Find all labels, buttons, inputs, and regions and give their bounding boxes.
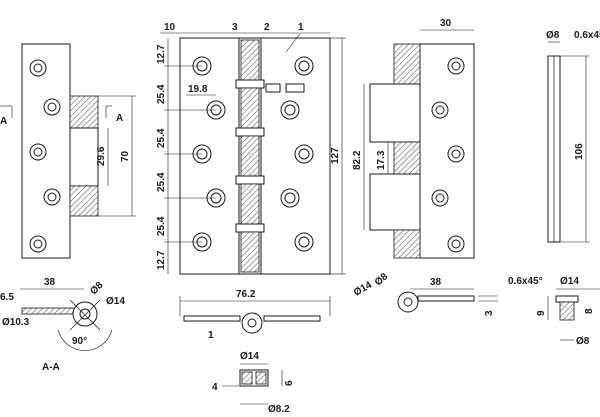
open-leaf-plate bbox=[419, 43, 475, 259]
open-top-leaf bbox=[417, 295, 475, 302]
dim-side-total-length: 70 bbox=[120, 150, 131, 162]
dim-open-d14: Ø14 bbox=[352, 279, 374, 298]
dim-front-19-8: 19.8 bbox=[188, 84, 208, 95]
dim-front-127: 127 bbox=[330, 147, 341, 164]
dim-section-6-5: 6.5 bbox=[0, 292, 14, 303]
dim-pin-chamfer: 0.6x45° bbox=[574, 30, 600, 41]
section-angle-arc bbox=[57, 329, 113, 351]
dim-cap-9: 9 bbox=[536, 310, 547, 316]
dim-cap-d14: Ø14 bbox=[560, 276, 579, 287]
dim-open-38: 38 bbox=[430, 277, 442, 288]
side-section-mark-left: A bbox=[0, 116, 7, 127]
front-view: 10 3 2 1 12.7 25.4 19.8 25.4 25.4 25.4 1… bbox=[156, 22, 346, 275]
open-top-view: Ø8 Ø14 38 3 bbox=[352, 271, 498, 316]
dim-open-17-3: 17.3 bbox=[376, 150, 387, 170]
top-view: 76.2 1 bbox=[179, 289, 331, 341]
dim-section-width: 38 bbox=[44, 277, 56, 288]
dim-open-d8: Ø8 bbox=[373, 271, 391, 288]
dim-top-gap: 1 bbox=[208, 330, 214, 341]
front-marking-right bbox=[285, 83, 305, 93]
dim-open-30: 30 bbox=[440, 18, 452, 29]
section-pin bbox=[79, 308, 91, 320]
dim-washer-d8-2: Ø8.2 bbox=[268, 404, 290, 415]
dim-front-12-7-bot: 12.7 bbox=[156, 250, 167, 270]
dim-section-angle: 90° bbox=[72, 336, 87, 347]
dim-washer-d14: Ø14 bbox=[240, 351, 259, 362]
dim-front-12-7-top: 12.7 bbox=[156, 44, 167, 64]
top-leaf-left bbox=[183, 315, 241, 322]
dim-washer-4: 4 bbox=[212, 382, 218, 393]
dim-cap-8: 8 bbox=[584, 308, 595, 314]
front-knuckle-segments bbox=[235, 39, 265, 273]
open-knuckle-1 bbox=[393, 43, 421, 85]
cap-shank bbox=[559, 301, 575, 321]
section-title: A-A bbox=[42, 362, 60, 373]
pin-view: Ø8 0.6x45° 106 bbox=[546, 30, 600, 243]
side-holes bbox=[29, 59, 61, 253]
open-knuckle-5 bbox=[393, 229, 421, 259]
pin-cap-detail: 0.6x45° Ø14 9 8 Ø8 bbox=[508, 276, 600, 347]
dim-front-10: 10 bbox=[164, 22, 176, 33]
dim-front-25-4-d: 25.4 bbox=[156, 216, 167, 236]
dim-open-82-2: 82.2 bbox=[352, 150, 363, 170]
open-knuckle-4 bbox=[369, 173, 421, 231]
dim-section-d8: Ø8 bbox=[88, 280, 106, 298]
section-aa: 38 6.5 Ø8 Ø14 Ø10.3 90° A-A bbox=[0, 277, 125, 373]
front-holes bbox=[192, 56, 314, 252]
dim-front-25-4-c: 25.4 bbox=[156, 172, 167, 192]
side-view: A A 29.6 70 bbox=[0, 43, 136, 259]
open-knuckle-2 bbox=[369, 83, 421, 143]
dim-section-d14: Ø14 bbox=[106, 296, 125, 307]
top-leaf-right bbox=[263, 315, 321, 322]
side-knuckle-top bbox=[69, 95, 99, 129]
dim-front-25-4-a: 25.4 bbox=[156, 84, 167, 104]
dim-front-2: 2 bbox=[264, 22, 270, 33]
open-side-view: 30 82.2 17.3 bbox=[352, 18, 475, 259]
open-knuckle-3 bbox=[393, 141, 421, 175]
cap-head bbox=[555, 295, 579, 303]
side-section-mark-right: A bbox=[116, 113, 123, 124]
open-holes bbox=[431, 57, 465, 253]
dim-side-knuckle-length: 29.6 bbox=[96, 146, 107, 166]
dim-pin-106: 106 bbox=[574, 143, 585, 160]
dim-front-1: 1 bbox=[298, 22, 304, 33]
dim-cap-chamfer: 0.6x45° bbox=[508, 276, 543, 287]
dim-open-3: 3 bbox=[484, 310, 495, 316]
washer-detail: Ø14 4 6 Ø8.2 bbox=[212, 351, 295, 415]
dim-section-d10-3: Ø10.3 bbox=[2, 317, 30, 328]
front-marking-left bbox=[265, 83, 281, 93]
dim-top-76-2: 76.2 bbox=[236, 289, 256, 300]
dim-cap-d8: Ø8 bbox=[576, 336, 590, 347]
open-top-pin bbox=[403, 297, 413, 307]
dim-front-25-4-b: 25.4 bbox=[156, 128, 167, 148]
top-pin bbox=[247, 318, 257, 328]
side-knuckle-bottom bbox=[69, 185, 99, 217]
dim-washer-6: 6 bbox=[284, 380, 295, 386]
dim-pin-d8: Ø8 bbox=[546, 30, 560, 41]
side-knuckle-mid bbox=[69, 127, 99, 187]
dim-front-3: 3 bbox=[232, 22, 238, 33]
